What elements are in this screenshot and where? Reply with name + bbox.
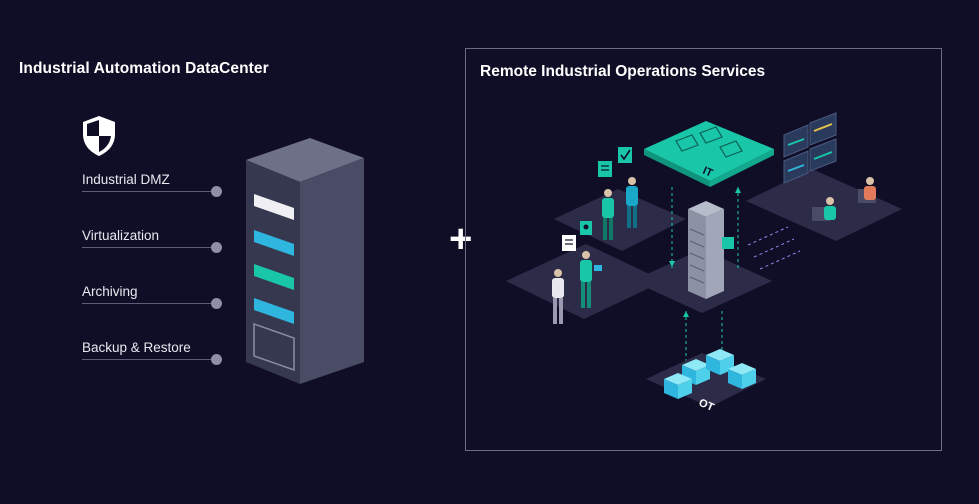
platform-left-back — [554, 189, 686, 251]
ot-cubes — [664, 349, 756, 399]
connector-dot — [211, 186, 222, 197]
feature-label: Virtualization — [82, 228, 160, 243]
rack-slot-empty — [253, 322, 295, 372]
platform-right — [746, 169, 902, 241]
connector-line — [82, 191, 212, 192]
feature-label: Archiving — [82, 284, 138, 299]
person-back-2 — [626, 177, 638, 228]
isometric-operations-illustration: IT — [506, 112, 902, 414]
rack-slot-teal — [254, 264, 294, 290]
it-platform — [644, 121, 774, 181]
connector-dot — [211, 242, 222, 253]
ot-label: OT — [697, 397, 716, 414]
person-back-1 — [602, 189, 614, 240]
plus-connector: + — [449, 217, 473, 261]
remote-operations-panel: Remote Industrial Operations Services IT — [465, 48, 942, 451]
checklist-icon — [598, 161, 612, 177]
remote-operations-title: Remote Industrial Operations Services — [480, 63, 766, 80]
feature-label: Backup & Restore — [82, 340, 191, 355]
connector-line — [82, 247, 212, 248]
connector-dot — [211, 298, 222, 309]
feature-backup-restore: Backup & Restore — [82, 340, 224, 365]
server-status-icon — [722, 237, 734, 249]
rack-slot-blue — [254, 298, 294, 324]
rack-slot-blue — [254, 230, 294, 256]
operator-2 — [858, 177, 876, 203]
rack-slot-white — [254, 194, 294, 220]
operator-1 — [812, 197, 836, 221]
shield-icon — [83, 116, 115, 156]
person-teal-tablet — [580, 251, 602, 308]
feature-industrial-dmz: Industrial DMZ — [82, 172, 224, 197]
connector-line — [82, 303, 212, 304]
connector-dot — [211, 354, 222, 365]
datacenter-title: Industrial Automation DataCenter — [19, 60, 269, 77]
server-rack-illustration — [246, 138, 364, 384]
document-icon — [562, 235, 576, 251]
monitor-wall — [783, 112, 837, 184]
feature-archiving: Archiving — [82, 284, 224, 309]
check-icon — [618, 147, 632, 163]
connector-line — [82, 359, 212, 360]
it-label: IT — [701, 165, 715, 180]
feature-label: Industrial DMZ — [82, 172, 170, 187]
person-white-shirt — [552, 269, 564, 324]
feature-virtualization: Virtualization — [82, 228, 224, 253]
person-badge-icon — [580, 221, 592, 235]
